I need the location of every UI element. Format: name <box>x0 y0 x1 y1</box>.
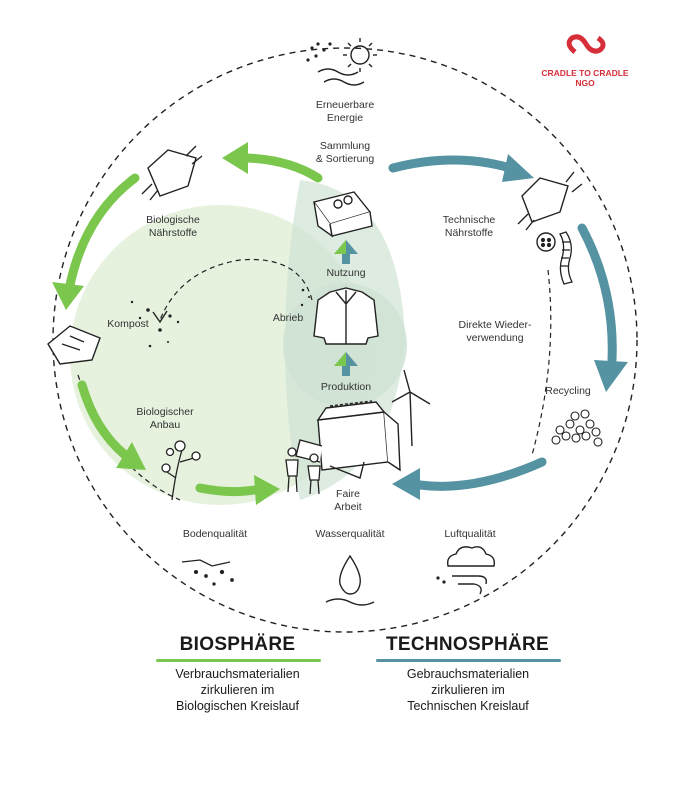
up-arrow-production <box>334 352 358 376</box>
compost-dashed-arrow <box>159 258 313 321</box>
label-biological-cultivation: Biologischer Anbau <box>136 406 194 431</box>
technosphere-text: Gebrauchsmaterialien zirkulieren im Tech… <box>406 667 530 713</box>
water-drop-icon <box>325 554 375 606</box>
label-compost: Kompost <box>107 318 149 330</box>
logo-icon <box>566 34 606 54</box>
people-icon <box>285 447 321 495</box>
label-air-quality: Luftqualität <box>444 528 496 540</box>
bio-arrow-bottom-left <box>77 380 130 460</box>
soil-icon <box>181 559 234 586</box>
factory-icon <box>295 400 401 479</box>
logo-line2: NGO <box>575 78 595 88</box>
tech-arrow-bottom <box>415 457 547 491</box>
label-renewable-energy: Erneuerbare Energie <box>315 99 375 124</box>
tech-arrow-right <box>577 223 617 365</box>
granules-icon <box>551 409 603 447</box>
label-production: Produktion <box>320 381 372 393</box>
cloth-icon <box>141 145 203 201</box>
technosphere-underline <box>376 659 561 662</box>
tech-arrow-top-head <box>502 154 534 182</box>
cloth-right-icon <box>517 171 583 231</box>
tech-arrow-bottom-head <box>392 468 420 500</box>
label-soil-quality: Bodenqualität <box>182 528 248 540</box>
wind-turbine-icon <box>391 369 431 447</box>
bio-arrow-top-head <box>222 142 248 174</box>
label-collection-sorting: Sammlung & Sortierung <box>315 140 375 165</box>
biosphere-text: Verbrauchsmaterialien zirkulieren im Bio… <box>175 667 300 713</box>
cotton-plant-icon <box>161 440 201 501</box>
sun-icon <box>306 38 377 86</box>
label-technical-nutrients: Technische Nährstoffe <box>442 214 496 239</box>
label-biological-nutrients: Biologische Nährstoffe <box>146 214 200 239</box>
bio-arrow-bottom-head <box>254 475 280 505</box>
label-abrasion: Abrieb <box>272 312 304 324</box>
reuse-dashed-line <box>531 269 552 456</box>
bio-arrow-left-head <box>52 282 84 310</box>
jacket-icon <box>313 287 379 345</box>
bio-dashed-line <box>77 374 181 501</box>
compost-arrow-head <box>152 310 168 324</box>
bio-arrow-top <box>243 153 323 183</box>
biosphere-title: BIOSPHÄRE <box>179 634 296 655</box>
tech-arrow-top <box>388 155 515 173</box>
tech-arrow-right-head <box>594 360 628 392</box>
label-use: Nutzung <box>326 267 366 279</box>
abrasion-dots <box>300 288 310 307</box>
technosphere-title: TECHNOSPHÄRE <box>385 634 549 655</box>
bio-arrow-bottom <box>195 483 260 497</box>
button-icon <box>536 232 556 252</box>
logo-text: CRADLE TO CRADLE NGO <box>530 68 640 88</box>
bio-arrow-left <box>65 173 140 290</box>
wind-cloud-icon <box>436 546 496 595</box>
compost-dots <box>130 300 180 348</box>
box-icon <box>312 191 373 238</box>
label-recycling: Recycling <box>545 385 591 397</box>
label-direct-reuse: Direkte Wieder- verwendung <box>458 319 532 344</box>
bio-arrow-bottom-left-head <box>116 442 146 470</box>
zipper-icon <box>559 231 573 285</box>
up-arrow-use <box>334 240 358 264</box>
logo-line1: CRADLE TO CRADLE <box>541 68 629 78</box>
biosphere-underline <box>156 659 321 662</box>
label-water-quality: Wasserqualität <box>315 528 385 540</box>
label-fair-work: Faire Arbeit <box>334 488 362 513</box>
leaf-icon <box>47 325 101 365</box>
